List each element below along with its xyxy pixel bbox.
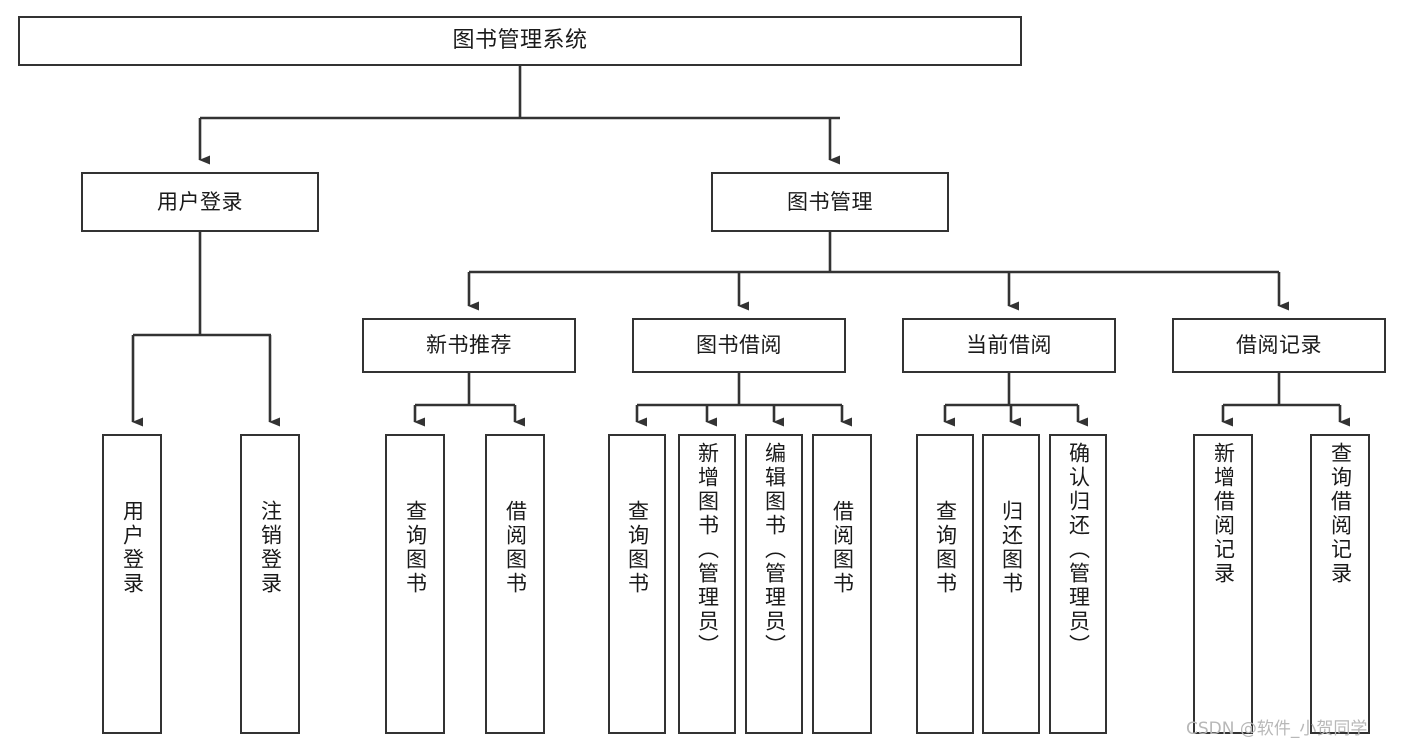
node-borrow-record[interactable]: 借阅记录 <box>1172 318 1386 373</box>
leaf-query-borrow-record[interactable]: 查询借阅记录 <box>1310 434 1370 734</box>
leaf-query-book-recommend[interactable]: 查询图书 <box>385 434 445 734</box>
node-book-management[interactable]: 图书管理 <box>711 172 949 232</box>
leaf-return-book-label: 归还图书 <box>999 500 1024 596</box>
leaf-query-book-borrow[interactable]: 查询图书 <box>608 434 666 734</box>
leaf-edit-book-admin-label: 编辑图书（管理员） <box>762 442 787 658</box>
leaf-query-book-current[interactable]: 查询图书 <box>916 434 974 734</box>
leaf-add-borrow-record[interactable]: 新增借阅记录 <box>1193 434 1253 734</box>
leaf-query-book-recommend-label: 查询图书 <box>403 500 428 596</box>
node-book-borrow-label: 图书借阅 <box>696 333 782 358</box>
node-root[interactable]: 图书管理系统 <box>18 16 1022 66</box>
leaf-add-book-admin-label: 新增图书（管理员） <box>695 442 720 658</box>
leaf-query-book-borrow-label: 查询图书 <box>625 500 650 596</box>
leaf-edit-book-admin[interactable]: 编辑图书（管理员） <box>745 434 803 734</box>
leaf-borrow-book[interactable]: 借阅图书 <box>812 434 872 734</box>
node-root-label: 图书管理系统 <box>452 28 588 54</box>
node-new-book-recommend-label: 新书推荐 <box>426 333 512 358</box>
node-current-borrow[interactable]: 当前借阅 <box>902 318 1116 373</box>
node-user-login-label: 用户登录 <box>157 189 243 214</box>
leaf-logout-label: 注销登录 <box>258 500 283 596</box>
node-new-book-recommend[interactable]: 新书推荐 <box>362 318 576 373</box>
node-book-borrow[interactable]: 图书借阅 <box>632 318 846 373</box>
leaf-logout[interactable]: 注销登录 <box>240 434 300 734</box>
leaf-add-book-admin[interactable]: 新增图书（管理员） <box>678 434 736 734</box>
leaf-add-borrow-record-label: 新增借阅记录 <box>1211 442 1236 586</box>
leaf-borrow-book-recommend[interactable]: 借阅图书 <box>485 434 545 734</box>
leaf-borrow-book-label: 借阅图书 <box>830 500 855 596</box>
node-current-borrow-label: 当前借阅 <box>966 333 1052 358</box>
leaf-confirm-return-admin-label: 确认归还（管理员） <box>1066 442 1091 658</box>
node-book-management-label: 图书管理 <box>787 189 873 214</box>
leaf-confirm-return-admin[interactable]: 确认归还（管理员） <box>1049 434 1107 734</box>
node-user-login[interactable]: 用户登录 <box>81 172 319 232</box>
leaf-query-book-current-label: 查询图书 <box>933 500 958 596</box>
node-borrow-record-label: 借阅记录 <box>1236 333 1322 358</box>
csdn-watermark: CSDN @软件_小贺同学 <box>1186 719 1368 739</box>
leaf-return-book[interactable]: 归还图书 <box>982 434 1040 734</box>
leaf-user-login-label: 用户登录 <box>120 500 145 596</box>
leaf-borrow-book-recommend-label: 借阅图书 <box>503 500 528 596</box>
leaf-user-login[interactable]: 用户登录 <box>102 434 162 734</box>
leaf-query-borrow-record-label: 查询借阅记录 <box>1328 442 1353 586</box>
